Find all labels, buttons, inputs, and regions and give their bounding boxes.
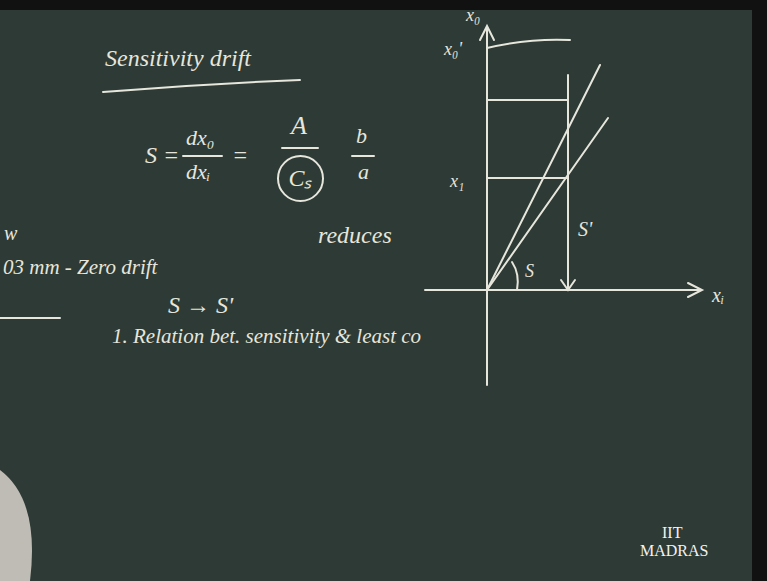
axis-arrow xyxy=(480,26,494,40)
fraction-line xyxy=(183,155,222,157)
note: 03 mm - Zero drift xyxy=(3,256,157,279)
axis-arrow xyxy=(688,283,702,297)
fraction-line xyxy=(352,155,374,157)
y-axis xyxy=(486,28,488,385)
equation: dxᵢ xyxy=(186,160,210,184)
level-line xyxy=(487,40,570,48)
axis-label: x₀' xyxy=(444,40,462,60)
level-line xyxy=(487,99,568,101)
board-frame xyxy=(0,0,767,10)
note: 1. Relation bet. sensitivity & least co xyxy=(112,325,421,348)
sensitivity-line-steep xyxy=(487,65,600,290)
watermark: MADRAS xyxy=(640,542,708,560)
circled-term: Cₛ xyxy=(277,155,324,202)
equation: b xyxy=(356,124,367,148)
equation: dx₀ xyxy=(186,126,214,150)
arrow xyxy=(561,280,575,290)
equation: a xyxy=(358,160,369,184)
fraction-line xyxy=(282,147,318,149)
hand xyxy=(0,470,32,581)
equation: = xyxy=(232,142,248,168)
line-label: S' xyxy=(578,218,592,240)
equation: A xyxy=(291,112,307,141)
equation: S = xyxy=(145,142,179,168)
title-underline xyxy=(103,80,300,92)
axis-label: x₀ xyxy=(466,6,480,26)
angle-arc xyxy=(512,262,518,290)
term-text: Cₛ xyxy=(288,165,311,191)
watermark: IIT xyxy=(662,524,682,542)
equation: S → S' xyxy=(168,292,233,318)
sensitivity-line xyxy=(487,118,608,290)
note: w xyxy=(4,222,17,244)
level-line xyxy=(487,177,568,179)
title: Sensitivity drift xyxy=(105,45,251,71)
note: reduces xyxy=(318,222,392,248)
axis-label: x₁ xyxy=(450,172,464,192)
x-axis xyxy=(425,289,700,291)
vertical-line xyxy=(567,75,569,290)
axis-label: xᵢ xyxy=(712,284,724,306)
board-frame xyxy=(752,0,767,581)
line-label: S xyxy=(525,262,534,282)
underline xyxy=(0,317,60,319)
